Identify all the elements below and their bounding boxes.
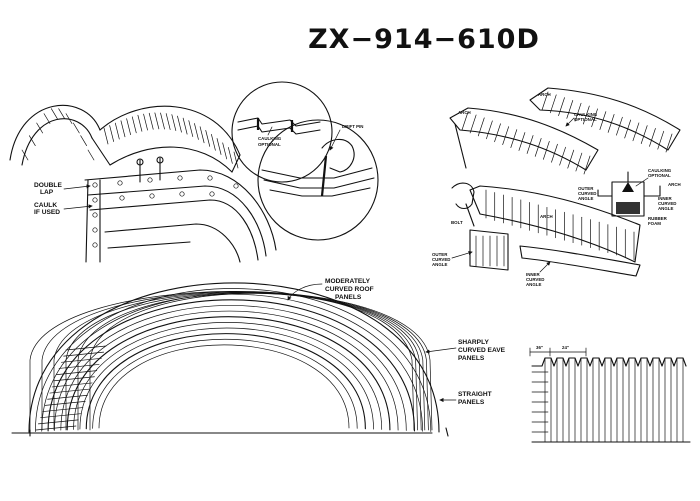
label-caulking-detail-1: CAULKING [648,168,672,173]
label-sharply-1: SHARPLY [458,339,490,346]
label-outer-curved-2: CURVED [578,191,596,196]
label-caulk-2: IF USED [34,209,60,216]
arch-panel-assembly: ARCH ARCH CAULKING OPTIONAL BOLT ARCH OU… [432,87,681,287]
label-outer-curved-lower-2: CURVED [432,257,450,262]
label-inner-curved-lower-2: CURVED [526,277,544,282]
label-sharply-3: PANELS [458,355,485,362]
label-inner-curved-3: ANGLE [658,206,673,211]
label-inner-curved-1: INNER [658,196,672,201]
label-straight-1: STRAIGHT [458,391,492,398]
label-outer-curved-lower-1: OUTER [432,252,448,257]
label-straight-2: PANELS [458,399,485,406]
label-drift-pin: DRIFT PIN [342,124,363,129]
label-arch-lower: ARCH [540,214,553,219]
label-caulking-optional-1: CAULKING [258,136,282,141]
label-double-lap-1: DOUBLE [34,182,62,189]
label-sharply-2: CURVED EAVE [458,347,506,354]
label-caulking-optional-r2: OPTIONAL [574,117,597,122]
drift-pin-detail: CAULKING OPTIONAL DRIFT PIN [231,81,379,241]
label-caulking-detail-2: OPTIONAL [648,173,671,178]
label-double-lap-2: LAP [40,189,54,196]
label-arch-left: ARCH [458,110,471,115]
label-caulk-1: CAULK [34,202,57,209]
label-arch-top: ARCH [538,92,551,97]
label-moderately-3: PANELS [335,294,362,301]
label-inner-curved-2: CURVED [658,201,676,206]
label-moderately-1: MODERATELY [325,278,371,285]
corrugated-panel-profile: 36" 24" [529,345,691,443]
label-rubber-foam-2: FOAM [648,221,661,226]
label-outer-curved-1: OUTER [578,186,594,191]
label-moderately-2: CURVED ROOF [325,286,374,293]
label-arch-detail: ARCH [668,182,681,187]
dimension-36: 36" [536,345,543,350]
arch-building: MODERATELY CURVED ROOF PANELS SHARPLY CU… [11,278,506,437]
label-caulking-optional-r1: CAULKING [574,112,598,117]
panel-joint-detail: DOUBLE LAP CAULK IF USED [9,104,277,263]
label-inner-curved-lower-3: ANGLE [526,282,541,287]
label-rubber-foam-1: RUBBER [648,216,668,221]
dimension-24: 24" [562,345,569,350]
label-bolt: BOLT [451,220,463,225]
label-outer-curved-lower-3: ANGLE [432,262,447,267]
label-caulking-optional-2: OPTIONAL [258,142,281,147]
diagram-title: ZX−914−610D [308,24,540,55]
label-inner-curved-lower-1: INNER [526,272,540,277]
label-outer-curved-3: ANGLE [578,196,593,201]
